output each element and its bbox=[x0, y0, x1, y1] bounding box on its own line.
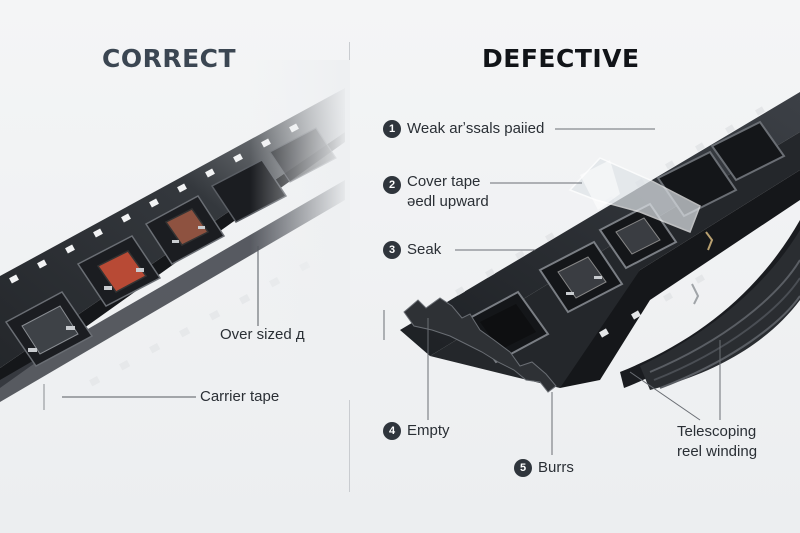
defect-2-number: 2 bbox=[383, 176, 401, 194]
defect-5-text: Burrs bbox=[538, 459, 574, 476]
pocket-1 bbox=[4, 291, 94, 367]
defect-2-line1: Cover tape bbox=[407, 173, 481, 190]
defective-carrier-tape bbox=[400, 92, 800, 393]
defect-4-text: Empty bbox=[407, 422, 450, 439]
seal-crack bbox=[705, 231, 714, 251]
telescoping-line2: reel winding bbox=[677, 443, 758, 460]
correct-carrier-tape bbox=[0, 60, 350, 402]
correct-heading: CORRECT bbox=[102, 44, 237, 73]
defect-2-line2: əedl upward bbox=[407, 193, 489, 210]
defect-leaders bbox=[383, 128, 721, 455]
telescoping-line1: Telescoping bbox=[677, 423, 757, 440]
telescoping-reel bbox=[620, 220, 800, 390]
defective-pocket-3 bbox=[598, 202, 678, 270]
pocket-2 bbox=[76, 235, 162, 307]
defect-3-number: 3 bbox=[383, 241, 401, 259]
defect-4-label: 4 Empty bbox=[383, 422, 450, 440]
defect-1-number: 1 bbox=[383, 120, 401, 138]
defective-heading: DEFECTIVE bbox=[482, 44, 640, 73]
defective-pocket-2 bbox=[538, 240, 624, 314]
defect-5-number: 5 bbox=[514, 459, 532, 477]
defect-1-label: 1 Weak arʼssals paiied bbox=[383, 120, 544, 138]
carrier-tape-label: Carrier tape bbox=[200, 388, 280, 405]
oversized-label: Over sized д bbox=[220, 326, 305, 343]
defect-3-label: 3 Seak bbox=[383, 241, 441, 259]
defect-1-text: Weak arʼssals paiied bbox=[407, 120, 545, 137]
defect-2-label: 2 Cover tape əedl upward bbox=[383, 172, 489, 212]
defect-5-label: 5 Burrs bbox=[514, 459, 574, 477]
pocket-3 bbox=[144, 195, 226, 265]
defect-4-number: 4 bbox=[383, 422, 401, 440]
burrs-edge bbox=[403, 297, 557, 393]
defect-3-text: Seak bbox=[407, 241, 442, 258]
telescoping-label: Telescoping reel winding bbox=[677, 422, 757, 462]
